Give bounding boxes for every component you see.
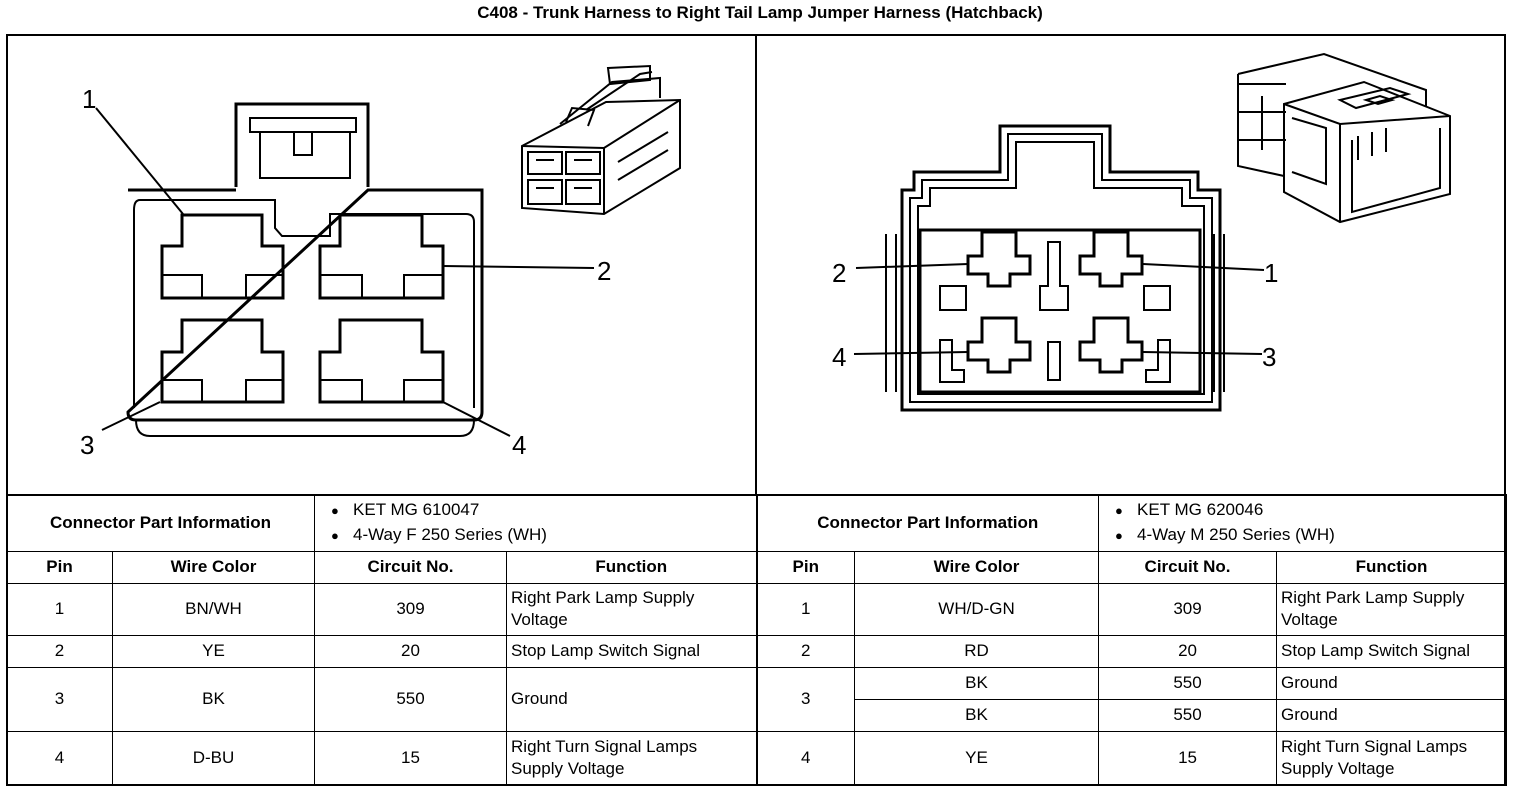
table-row: 2 YE 20 Stop Lamp Switch Signal 2 RD 20 … [6,634,1508,668]
table-row: 3 BK 550 Ground 3 BK 550 Ground [6,666,1508,732]
right-col-wire-color: Wire Color [854,550,1100,584]
left-col-wire-color: Wire Color [111,550,316,584]
table-row: 1 BN/WH 309 Right Park Lamp Supply Volta… [6,582,1508,636]
left-pin: 4 [6,730,113,787]
right-col-function: Function [1276,550,1508,584]
left-col-pin: Pin [6,550,113,584]
right-part-number: KET MG 620046 [1115,498,1502,523]
table-row: BK 550 Ground [7,698,1508,732]
right-wire-color: YE [854,730,1100,787]
right-pin: 2 [755,634,856,668]
right-part-info: KET MG 620046 4-Way M 250 Series (WH) [1098,493,1508,552]
right-pin-label-1: 1 [1264,258,1278,288]
left-function: Stop Lamp Switch Signal [506,634,758,668]
right-circuit: 309 [1098,582,1278,636]
right-wire-color: WH/D-GN [854,582,1100,636]
right-function: Right Park Lamp Supply Voltage [1276,582,1508,636]
left-pin: 2 [6,634,113,668]
left-leader-lines [95,107,595,437]
right-function: Right Turn Signal Lamps Supply Voltage [1276,730,1508,787]
right-wire-color: BK [854,666,1100,700]
left-circuit: 550 [314,666,508,732]
left-circuit: 20 [314,634,508,668]
right-function: Stop Lamp Switch Signal [1276,634,1508,668]
right-pin: 3 [755,666,856,732]
left-wire-color: YE [111,634,316,668]
left-col-function: Function [506,550,758,584]
right-pin-label-2: 2 [832,258,846,288]
right-part-header: Connector Part Information [755,493,1100,552]
part-info-row: Connector Part Information KET MG 610047… [5,493,1508,552]
left-pin-label-2: 2 [597,256,611,286]
right-pin: 1 [755,582,856,636]
right-pin-label-4: 4 [832,342,846,372]
left-part-info: KET MG 610047 4-Way F 250 Series (WH) [314,493,758,552]
left-circuit: 309 [314,582,508,636]
left-part-number: KET MG 610047 [331,498,752,523]
left-circuit: 15 [314,730,508,787]
right-circuit: 15 [1098,730,1278,787]
left-part-series: 4-Way F 250 Series (WH) [331,523,752,548]
page-title: C408 - Trunk Harness to Right Tail Lamp … [477,3,1043,22]
left-connector-face [126,102,484,437]
left-pin-label-4: 4 [512,430,526,460]
left-function: Ground [506,666,758,732]
right-circuit: 20 [1098,634,1278,668]
left-function: Right Turn Signal Lamps Supply Voltage [506,730,758,787]
left-connector-3d-icon [521,64,681,216]
right-wire-color: BK [854,698,1100,732]
left-pin: 3 [6,666,113,732]
right-circuit: 550 [1098,698,1278,732]
left-pin: 1 [6,582,113,636]
left-wire-color: BN/WH [111,582,316,636]
left-wire-color: BK [111,666,316,732]
right-leader-lines [853,263,1265,355]
right-pin: 4 [755,730,856,787]
right-part-series: 4-Way M 250 Series (WH) [1115,523,1502,548]
connector-info-table: Connector Part Information KET MG 610047… [5,493,1508,787]
right-col-circuit: Circuit No. [1098,550,1278,584]
right-pin-label-3: 3 [1262,342,1276,372]
left-function: Right Park Lamp Supply Voltage [506,582,758,636]
right-wire-color: RD [854,634,1100,668]
right-function: Ground [1276,666,1508,700]
right-col-pin: Pin [755,550,856,584]
left-col-circuit: Circuit No. [314,550,508,584]
left-pin-label-3: 3 [80,430,94,460]
right-connector-face [885,124,1225,412]
right-circuit: 550 [1098,666,1278,700]
table-row: 4 D-BU 15 Right Turn Signal Lamps Supply… [6,730,1508,787]
right-function: Ground [1276,698,1508,732]
right-connector-3d-icon [1237,52,1451,224]
column-header-row: Pin Wire Color Circuit No. Function Pin … [6,550,1508,584]
left-part-header: Connector Part Information [5,493,316,552]
left-pin-label-1: 1 [82,84,96,114]
left-wire-color: D-BU [111,730,316,787]
